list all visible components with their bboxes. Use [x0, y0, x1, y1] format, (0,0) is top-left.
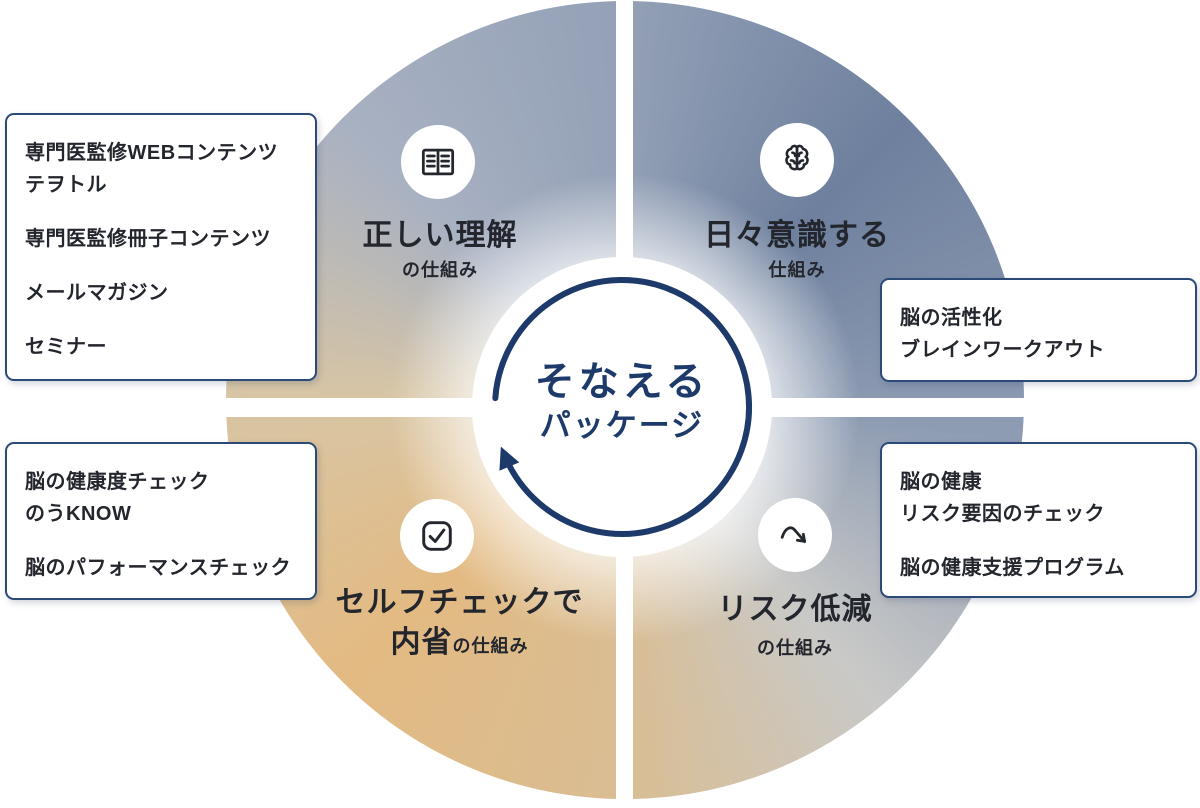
box-item: セミナー: [25, 331, 297, 363]
center-title: そなえる パッケージ: [472, 257, 772, 557]
box-line: 脳の活性化: [900, 307, 1003, 329]
box-line: 専門医監修WEBコンテンツ: [25, 142, 279, 164]
checkbox-icon: [400, 499, 474, 573]
quadrant-subtitle-bottom-right: の仕組み: [757, 638, 833, 658]
box-line: セミナー: [25, 336, 107, 358]
box-line: テヲトル: [25, 174, 107, 196]
trend-down-arrow-icon: [758, 498, 832, 572]
box-line: のうKNOW: [25, 503, 132, 525]
cycle-arrow-icon: [492, 277, 752, 537]
quadrant-subtitle-top-left: の仕組み: [402, 260, 478, 280]
center-title-line2: パッケージ: [539, 408, 705, 443]
center-badge: そなえる パッケージ: [472, 257, 772, 557]
quadrant-title-bottom-left: セルフチェックで: [335, 586, 584, 619]
box-item: 脳の健康度チェック のうKNOW: [25, 466, 297, 530]
box-line: 脳の健康支援プログラム: [900, 557, 1125, 579]
quadrant-title-top-left: 正しい理解: [362, 219, 518, 252]
brain-icon: [760, 123, 834, 197]
quadrant-title2-bottom-left: 内省の仕組み: [322, 626, 597, 663]
box-item: 脳の健康 リスク要因のチェック: [900, 466, 1177, 530]
open-book-icon: [401, 125, 475, 199]
box-line: リスク要因のチェック: [900, 503, 1105, 525]
info-box-top-left: 専門医監修WEBコンテンツ テヲトル 専門医監修冊子コンテンツ メールマガジン …: [5, 113, 317, 381]
box-item: 脳の活性化 ブレインワークアウト: [900, 302, 1177, 366]
quadrant-title-bottom-right: リスク低減: [717, 593, 873, 626]
box-line: 脳の健康: [900, 471, 982, 493]
box-item: メールマガジン: [25, 277, 297, 309]
box-line: メールマガジン: [25, 282, 169, 304]
box-line: ブレインワークアウト: [900, 339, 1105, 361]
box-line: 脳のパフォーマンスチェック: [25, 557, 292, 579]
center-title-line1: そなえる: [534, 360, 710, 404]
box-line: 脳の健康度チェック: [25, 471, 210, 493]
box-item: 専門医監修WEBコンテンツ テヲトル: [25, 137, 297, 201]
info-box-bottom-right: 脳の健康 リスク要因のチェック 脳の健康支援プログラム: [880, 442, 1197, 598]
info-box-top-right: 脳の活性化 ブレインワークアウト: [880, 278, 1197, 382]
box-item: 専門医監修冊子コンテンツ: [25, 223, 297, 255]
box-line: 専門医監修冊子コンテンツ: [25, 228, 271, 250]
box-item: 脳のパフォーマンスチェック: [25, 552, 297, 584]
quadrant-title-top-right: 日々意識する: [704, 219, 890, 252]
quadrant-title2-main: 内省: [390, 626, 453, 659]
quadrant-subtitle-top-right: 仕組み: [768, 260, 826, 280]
box-item: 脳の健康支援プログラム: [900, 552, 1177, 584]
quadrant-title2-sub: の仕組み: [452, 636, 529, 656]
info-box-bottom-left: 脳の健康度チェック のうKNOW 脳のパフォーマンスチェック: [5, 442, 317, 600]
